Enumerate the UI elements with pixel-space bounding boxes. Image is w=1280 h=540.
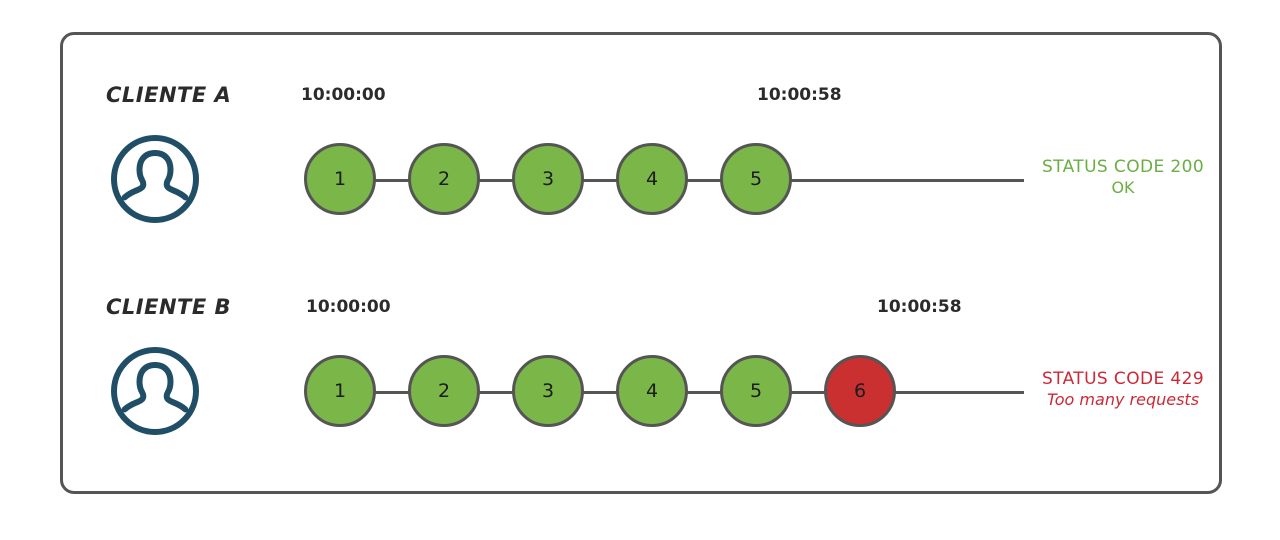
client-a-status: STATUS CODE 200 OK: [1023, 157, 1223, 197]
user-avatar-icon: [111, 347, 199, 435]
request-node[interactable]: 2: [408, 143, 480, 215]
client-a-label: CLIENTE A: [106, 83, 232, 107]
client-b-end-time: 10:00:58: [877, 297, 962, 317]
request-node[interactable]: 3: [512, 143, 584, 215]
request-node[interactable]: 2: [408, 355, 480, 427]
request-node-label: 3: [541, 168, 555, 190]
status-message-text: OK: [1111, 177, 1135, 197]
request-node-label: 2: [437, 168, 451, 190]
connector-tail: [784, 179, 1024, 182]
client-b-avatar: [109, 345, 201, 437]
request-node[interactable]: 3: [512, 355, 584, 427]
request-node-blocked[interactable]: 6: [824, 355, 896, 427]
request-node-label: 5: [749, 380, 763, 402]
client-b-status: STATUS CODE 429 Too many requests: [1018, 369, 1228, 409]
request-node-label: 6: [853, 380, 867, 402]
user-avatar-icon: [111, 135, 199, 223]
request-node-label: 3: [541, 380, 555, 402]
request-node[interactable]: 4: [616, 143, 688, 215]
status-message-text: Too many requests: [1046, 389, 1200, 409]
status-code-text: STATUS CODE 429: [1041, 369, 1205, 389]
request-node[interactable]: 1: [304, 143, 376, 215]
request-node-label: 1: [333, 168, 347, 190]
request-node-label: 4: [645, 168, 659, 190]
request-node-label: 4: [645, 380, 659, 402]
client-a-start-time: 10:00:00: [301, 85, 386, 105]
client-b-start-time: 10:00:00: [306, 297, 391, 317]
diagram-frame: CLIENTE A 10:00:00 10:00:58 1 2 3: [60, 32, 1222, 494]
client-b-label: CLIENTE B: [106, 295, 232, 319]
request-node[interactable]: 5: [720, 143, 792, 215]
connector-tail: [888, 391, 1024, 394]
client-a-end-time: 10:00:58: [757, 85, 842, 105]
request-node[interactable]: 5: [720, 355, 792, 427]
request-node-label: 5: [749, 168, 763, 190]
request-node[interactable]: 1: [304, 355, 376, 427]
client-a-avatar: [109, 133, 201, 225]
request-node-label: 1: [333, 380, 347, 402]
request-node-label: 2: [437, 380, 451, 402]
request-node[interactable]: 4: [616, 355, 688, 427]
status-code-text: STATUS CODE 200: [1041, 157, 1205, 177]
